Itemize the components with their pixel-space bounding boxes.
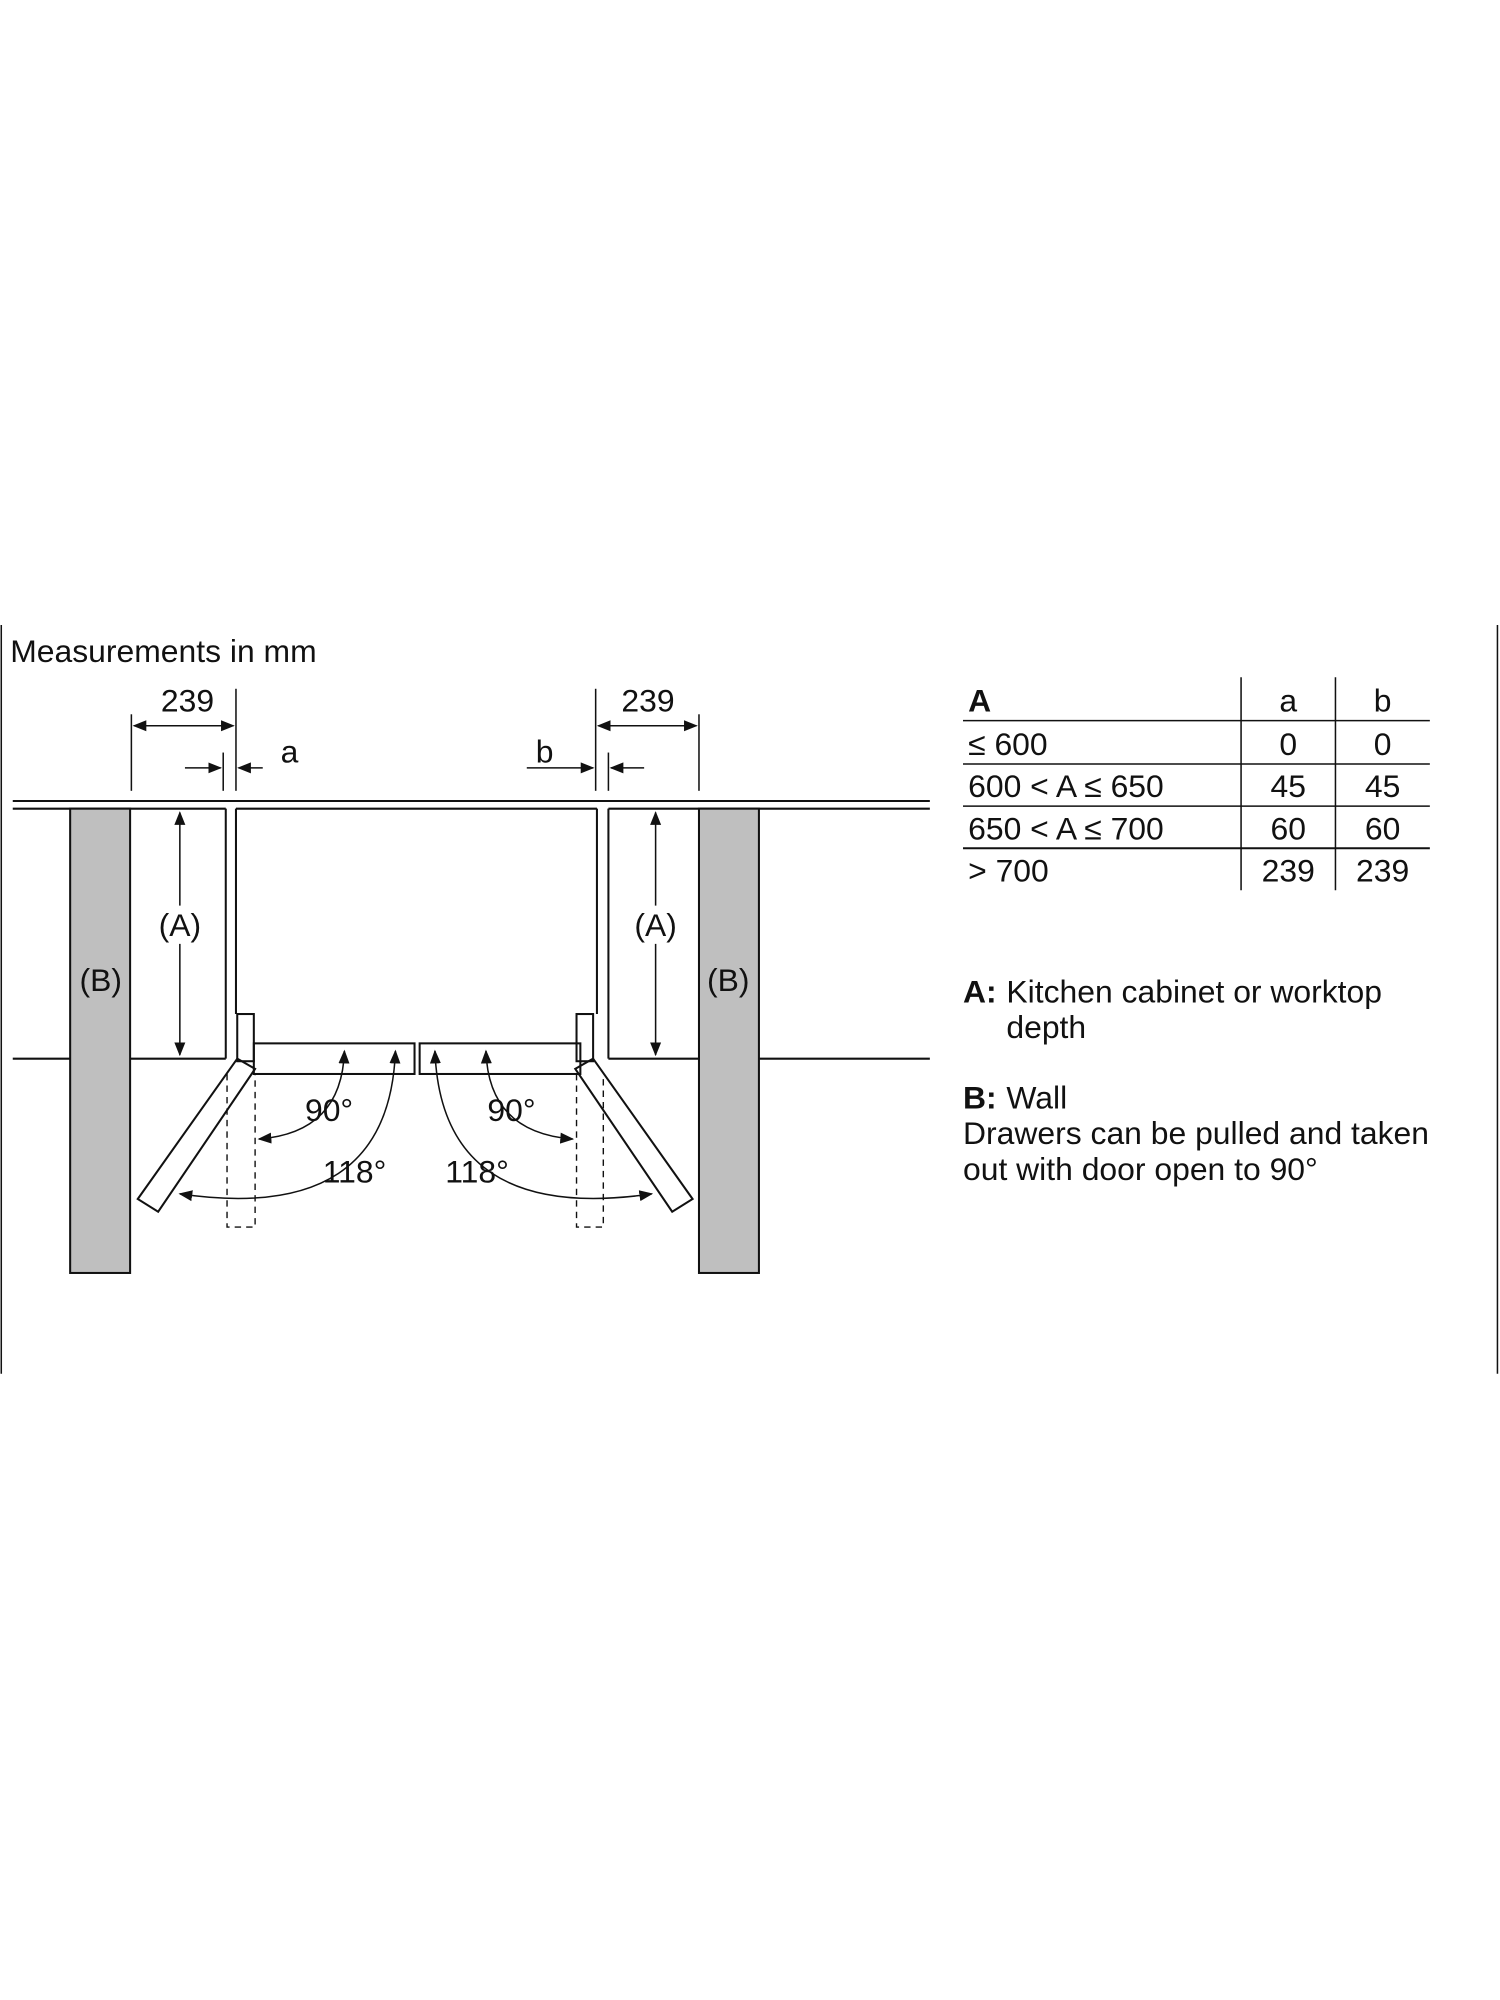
legend-b-text: Wall: [1006, 1079, 1067, 1115]
door-left-90: [226, 1073, 256, 1228]
table-cell: 650 < A ≤ 700: [968, 810, 1164, 846]
table-header-a-depth: A: [968, 683, 991, 719]
angle-90-right: 90°: [487, 1092, 535, 1128]
drawer-left: [252, 1042, 416, 1075]
table-cell: 45: [1365, 768, 1400, 804]
diagram-title: Measurements in mm: [10, 633, 316, 669]
door-right-open: [573, 1057, 695, 1214]
table-cell: 60: [1365, 810, 1400, 846]
wall-right: [697, 807, 760, 1274]
table-cell: 239: [1356, 852, 1409, 888]
table-cell: 600 < A ≤ 650: [968, 768, 1164, 804]
legend: A: Kitchen cabinet or worktop depth B: W…: [963, 974, 1429, 1187]
arc-118-left: [178, 1049, 401, 1202]
drawer-right: [418, 1042, 582, 1075]
depth-label-right: (A): [634, 907, 676, 943]
table-header-a: a: [1279, 683, 1297, 719]
wall-left: [69, 807, 132, 1274]
arc-118-right: [429, 1049, 654, 1202]
dimension-left: [130, 688, 263, 791]
angle-118-right: 118°: [445, 1153, 509, 1189]
legend-note-1: Drawers can be pulled and taken: [963, 1115, 1429, 1151]
wall-label-left: (B): [80, 962, 123, 998]
table-cell: 0: [1374, 726, 1392, 762]
dimension-left-value: 239: [161, 683, 214, 719]
dimension-right: [526, 688, 700, 791]
table-cell: 239: [1262, 852, 1315, 888]
door-left-open: [136, 1057, 257, 1214]
legend-a-key: A:: [963, 974, 997, 1010]
legend-b-key: B:: [963, 1079, 997, 1115]
table-cell: 45: [1271, 768, 1306, 804]
legend-note-2: out with door open to 90°: [963, 1151, 1318, 1187]
table-cell: ≤ 600: [968, 726, 1048, 762]
gap-a-label: a: [281, 734, 299, 770]
legend-a-text: Kitchen cabinet or worktop: [1006, 974, 1382, 1010]
wall-label-right: (B): [707, 962, 750, 998]
angle-118-left: 118°: [323, 1153, 387, 1189]
dimension-right-value: 239: [621, 683, 674, 719]
table-cell: 0: [1279, 726, 1297, 762]
table-header-b: b: [1374, 683, 1392, 719]
angle-90-left: 90°: [305, 1092, 353, 1128]
worktop: [12, 800, 930, 1060]
legend-a-text-2: depth: [1006, 1009, 1086, 1045]
depth-label-left: (A): [159, 907, 202, 943]
table-cell: 60: [1271, 810, 1306, 846]
table-cell: > 700: [968, 852, 1049, 888]
door-right-90: [575, 1073, 605, 1228]
gap-b-label: b: [536, 734, 554, 770]
clearance-table: A a b ≤ 600 0 0 600 < A ≤ 650 45 45 650 …: [963, 677, 1430, 891]
